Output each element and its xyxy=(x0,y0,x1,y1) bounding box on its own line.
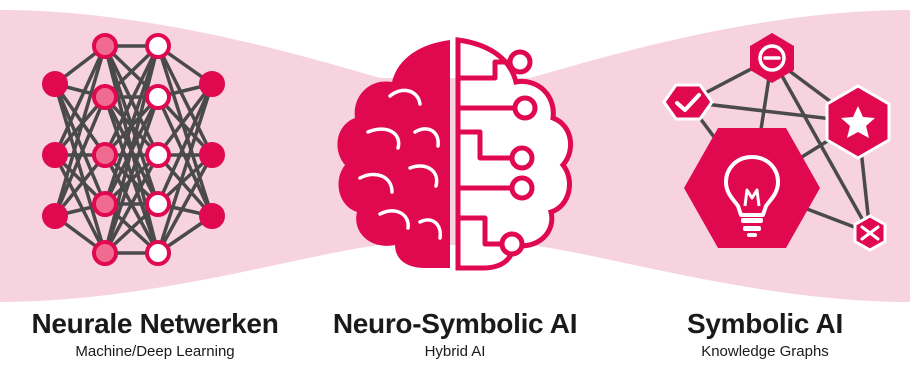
check-node-icon xyxy=(664,85,712,119)
caption-title: Symbolic AI xyxy=(620,308,910,340)
network-node xyxy=(147,86,169,108)
network-node xyxy=(94,193,116,215)
caption-neuro-symbolic: Neuro-Symbolic AI Hybrid AI xyxy=(310,308,600,362)
network-node xyxy=(94,242,116,264)
network-node xyxy=(147,144,169,166)
network-node xyxy=(147,193,169,215)
cross-node-icon xyxy=(855,216,885,250)
caption-subtitle: Hybrid AI xyxy=(310,342,600,362)
caption-title: Neuro-Symbolic AI xyxy=(310,308,600,340)
network-node xyxy=(201,73,223,95)
caption-title: Neurale Netwerken xyxy=(10,308,300,340)
network-node xyxy=(44,205,66,227)
caption-subtitle: Machine/Deep Learning xyxy=(10,342,300,362)
network-node xyxy=(147,242,169,264)
network-node xyxy=(147,35,169,57)
caption-symbolic-ai: Symbolic AI Knowledge Graphs xyxy=(620,308,910,362)
caption-subtitle: Knowledge Graphs xyxy=(620,342,910,362)
network-node xyxy=(201,144,223,166)
caption-neural-networks: Neurale Netwerken Machine/Deep Learning xyxy=(10,308,300,362)
network-node xyxy=(44,144,66,166)
network-node xyxy=(94,86,116,108)
network-node xyxy=(94,144,116,166)
network-node xyxy=(94,35,116,57)
network-node xyxy=(201,205,223,227)
network-node xyxy=(44,73,66,95)
